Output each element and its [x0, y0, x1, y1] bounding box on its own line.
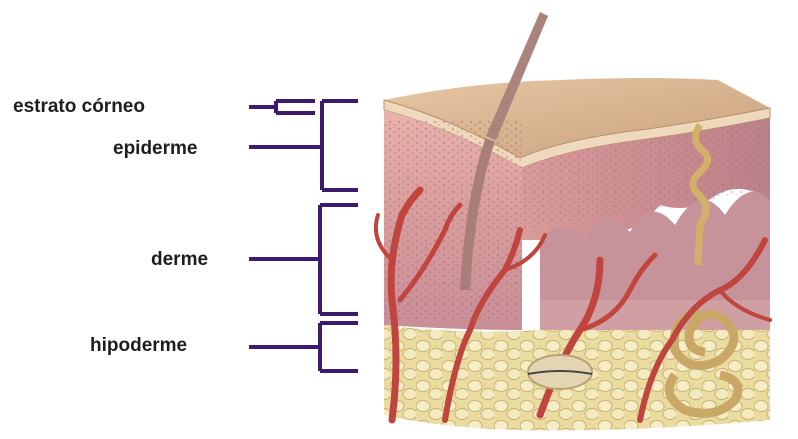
- label-stratum-corneum: estrato córneo: [13, 96, 145, 118]
- stratum-bracket: [249, 101, 315, 113]
- hypodermis-bracket: [249, 323, 358, 371]
- label-hypodermis: hipoderme: [90, 335, 187, 357]
- label-dermis: derme: [151, 249, 208, 271]
- label-epidermis: epiderme: [113, 138, 197, 160]
- dermis-bracket: [249, 205, 358, 314]
